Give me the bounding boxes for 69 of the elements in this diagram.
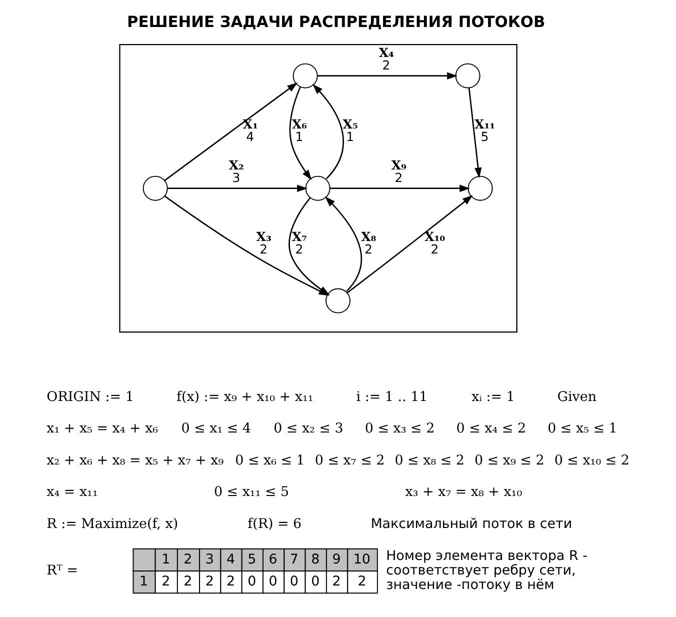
label: 9 [332, 552, 341, 568]
edge-label: X₄ [378, 44, 394, 60]
label: 2 [226, 574, 236, 590]
label: 0 ≤ x₇ ≤ 2 [314, 453, 385, 468]
edge-label: X₉ [391, 157, 407, 172]
label: 0 ≤ x₂ ≤ 3 [274, 422, 344, 437]
label: 2 [394, 170, 403, 185]
label: 0 ≤ x₃ ≤ 2 [364, 422, 435, 437]
label: 1 [295, 129, 304, 144]
label: 0 [268, 574, 278, 590]
label: 2 [358, 574, 366, 590]
label: 2 [332, 574, 341, 590]
edge-label: X₅ [342, 116, 358, 132]
label: 2 [184, 552, 192, 568]
label: 4 [246, 129, 254, 144]
label: Rᵀ = [46, 564, 78, 579]
label: 0 [248, 574, 256, 590]
label: 10 [353, 552, 371, 568]
label: ORIGIN := 1 [46, 390, 134, 405]
label: xᵢ := 1 [472, 390, 515, 405]
edge-label: X₈ [361, 229, 376, 244]
label: 7 [290, 552, 298, 568]
label: 0 ≤ x₄ ≤ 2 [456, 422, 526, 437]
label: 4 [226, 552, 236, 568]
edge-label: X₂ [228, 157, 244, 172]
label: 3 [232, 170, 240, 185]
diagram-title: РЕШЕНИЕ ЗАДАЧИ РАСПРЕДЕЛЕНИЯ ПОТОКОВ [126, 13, 546, 32]
label: 0 ≤ x₁ ≤ 4 [181, 422, 252, 437]
label: 8 [311, 552, 320, 568]
edge-label: X₃ [256, 229, 272, 244]
label: x₁ + x₅ = x₄ + x₆ [46, 422, 158, 437]
label: 0 ≤ x₈ ≤ 2 [394, 453, 464, 468]
label: 2 [162, 574, 170, 590]
edge-label: X₁₀ [424, 229, 446, 244]
label: Максимальный поток в сети [370, 516, 572, 532]
label: 2 [430, 242, 439, 257]
label: i := 1 .. 11 [356, 390, 428, 405]
label: 0 ≤ x₁₁ ≤ 5 [214, 485, 290, 500]
label: 2 [260, 242, 268, 257]
label: 0 [311, 574, 320, 590]
label: 3 [205, 552, 214, 568]
label: 0 ≤ x₅ ≤ 1 [548, 422, 618, 437]
label: 2 [382, 57, 390, 72]
label: 1 [346, 129, 354, 144]
edge-label: X₆ [292, 116, 308, 132]
label: 2 [364, 242, 372, 257]
label: 6 [268, 552, 278, 568]
label: x₃ + x₇ = x₈ + x₁₀ [405, 485, 522, 500]
label: f(x) := x₉ + x₁₀ + x₁₁ [176, 390, 314, 405]
label: 0 [290, 574, 298, 590]
label: Номер элемента вектора R - соответствует ребру сети, значение -потоку в нём [386, 549, 588, 593]
edge-label: X₇ [292, 229, 308, 244]
label: 2 [295, 242, 304, 257]
label: 0 ≤ x₉ ≤ 2 [474, 453, 544, 468]
label: f(R) = 6 [248, 516, 302, 532]
label: 2 [184, 574, 192, 590]
label: 5 [248, 552, 256, 568]
label: 0 ≤ x₁₀ ≤ 2 [554, 453, 630, 468]
edge-label: X₁ [242, 116, 258, 132]
label: x₂ + x₆ + x₈ = x₅ + x₇ + x₉ [46, 453, 224, 468]
edge-label: X₁₁ [474, 116, 496, 132]
label: 5 [480, 129, 489, 144]
label: R := Maximize(f, x) [46, 516, 178, 532]
label: Given [557, 390, 596, 405]
label: x₄ = x₁₁ [46, 485, 98, 500]
label: 2 [205, 574, 214, 590]
label: 0 ≤ x₆ ≤ 1 [235, 453, 305, 468]
label: 1 [139, 574, 148, 590]
label: 1 [162, 552, 170, 568]
